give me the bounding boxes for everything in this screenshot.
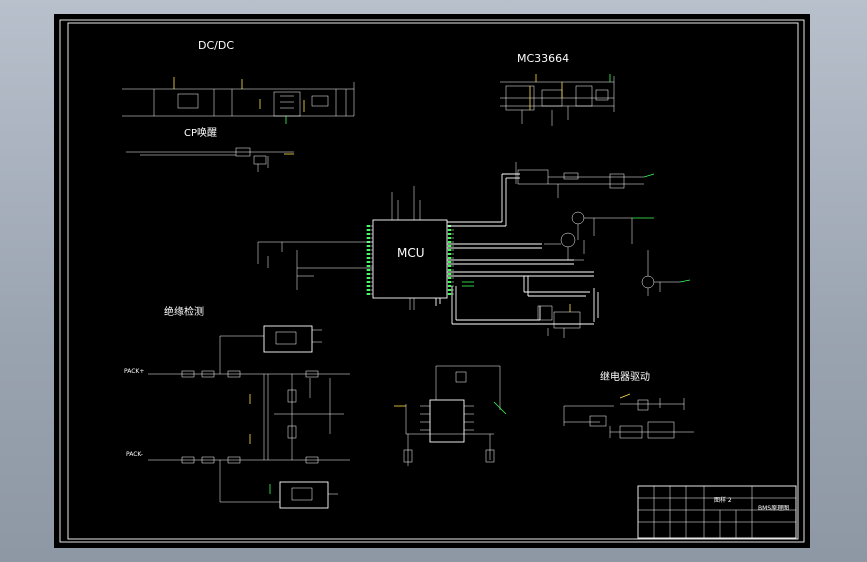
- title-block: 图样 2 BMS原理图: [637, 485, 797, 539]
- mcu-block: MCU: [257, 173, 599, 338]
- mcu-pin-marker: [367, 233, 370, 235]
- mcu-pin-marker: [448, 281, 451, 283]
- title-block-frame: [637, 485, 797, 539]
- relay-driver-block: 继电器驱动: [563, 370, 694, 439]
- insulation-detection-block: 绝缘检测 PACK+ PACK-: [124, 305, 350, 509]
- mcu-pin-marker: [448, 233, 451, 235]
- mcu-pin-marker: [448, 265, 451, 267]
- mcu-label: MCU: [397, 246, 425, 260]
- mcu-pin-marker: [367, 229, 370, 231]
- dcdc-label: DC/DC: [198, 39, 234, 52]
- mcu-pins-right: [447, 225, 454, 295]
- mcu-pin-marker: [367, 253, 370, 255]
- mcu-pin-marker: [448, 249, 451, 251]
- mcu-pin-marker: [367, 261, 370, 263]
- mc33664-ic: [505, 85, 535, 111]
- mcu-pin-marker: [448, 293, 451, 295]
- mcu-pin-marker: [367, 265, 370, 267]
- mcu-pin-marker: [367, 273, 370, 275]
- mcu-pin-marker: [367, 249, 370, 251]
- mcu-pin-marker: [448, 261, 451, 263]
- pack-neg-label: PACK-: [126, 451, 143, 458]
- dcdc-block: DC/DC: [122, 39, 355, 124]
- mcu-pins-left: [366, 225, 373, 295]
- relay-driver-label: 继电器驱动: [600, 370, 650, 383]
- mcu-pin-marker: [448, 241, 451, 243]
- relay: [647, 421, 675, 439]
- schematic-canvas: DC/DC: [59, 19, 805, 543]
- drawing-title: BMS原理图: [758, 505, 789, 512]
- mcu-pin-marker: [367, 257, 370, 259]
- mc33664-block: MC33664: [500, 52, 615, 126]
- mcu-pin-marker: [367, 237, 370, 239]
- cp-wake-label: CP唤醒: [184, 126, 217, 139]
- mcu-pin-marker: [448, 273, 451, 275]
- mcu-pin-marker: [448, 289, 451, 291]
- mcu-pin-marker: [448, 245, 451, 247]
- transistor-q2: [560, 232, 576, 248]
- bottom-center-ic-block: [394, 365, 507, 466]
- mcu-pin-marker: [448, 277, 451, 279]
- optocoupler-top: [263, 325, 313, 353]
- pack-pos-label: PACK+: [124, 368, 144, 375]
- mcu-pin-marker: [367, 245, 370, 247]
- mcu-pin-marker: [367, 225, 370, 227]
- signal-circuits: [515, 162, 691, 296]
- mcu-pin-marker: [367, 281, 370, 283]
- mcu-pin-marker: [448, 253, 451, 255]
- mcu-pin-marker: [448, 237, 451, 239]
- mcu-pin-marker: [367, 277, 370, 279]
- outer-frame: [59, 19, 805, 543]
- mcu-pin-marker: [448, 285, 451, 287]
- inner-frame: [67, 22, 799, 540]
- optocoupler-bottom: [279, 481, 329, 509]
- relay-coil-resistor: [589, 415, 607, 427]
- mcu-pin-marker: [367, 285, 370, 287]
- dcdc-inductor: [177, 93, 199, 109]
- bottom-ic: [429, 399, 465, 443]
- sheet-number: 图样 2: [714, 496, 732, 504]
- mcu-pin-marker: [367, 293, 370, 295]
- mcu-pin-marker: [448, 229, 451, 231]
- insulation-label: 绝缘检测: [164, 305, 204, 318]
- drawing-sheet: DC/DC: [54, 14, 810, 548]
- transistor-q1: [571, 211, 585, 225]
- mcu-pin-marker: [448, 257, 451, 259]
- mcu-pin-marker: [448, 269, 451, 271]
- mcu-pin-marker: [367, 289, 370, 291]
- mcu-pin-marker: [367, 269, 370, 271]
- dcdc-regulator-ic: [273, 91, 301, 117]
- transistor-q3: [641, 275, 655, 289]
- cp-wake-block: CP唤醒: [126, 126, 294, 172]
- mc33664-label: MC33664: [517, 52, 569, 65]
